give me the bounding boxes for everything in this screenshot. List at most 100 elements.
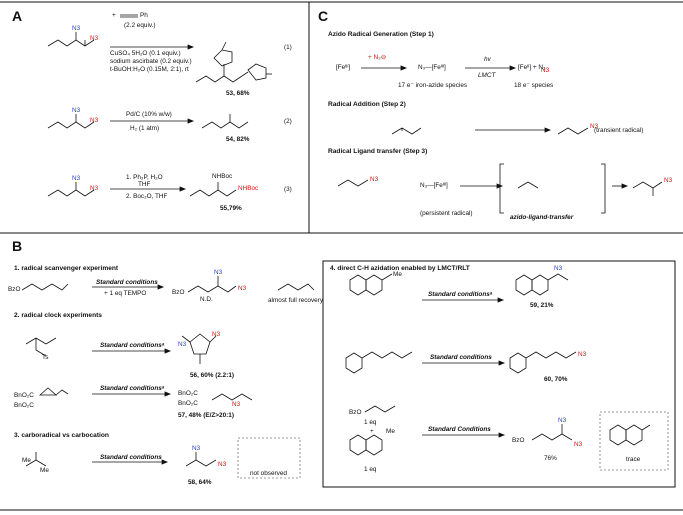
- b-s2-bno2: BnO₂C: [14, 402, 34, 409]
- b-s3-me2: Me: [40, 467, 49, 474]
- a3-nhboc-2: NHBoc: [238, 185, 259, 192]
- a1-product: 53, 68%: [226, 90, 250, 97]
- b-s1-cond: Standard conditions: [96, 279, 158, 286]
- c-note-18e: 18 e⁻ species: [514, 82, 554, 89]
- svg-text:N3: N3: [72, 175, 81, 182]
- b-s4-prod60: 60, 70%: [544, 376, 568, 383]
- c-step2-title: Radical Addition (Step 2): [328, 101, 406, 108]
- c-step3-title: Radical Ligand transfer (Step 3): [328, 148, 428, 155]
- svg-text:N3: N3: [72, 107, 81, 114]
- a3-eq-number: (3): [284, 186, 292, 193]
- b-s3-notobs: not observed: [250, 470, 287, 477]
- c-n3-fe-label: N₃—[Feᴵᴵᴵ]: [420, 182, 448, 189]
- a1-cond-3: t-BuOH:H₂O (0.15M, 2:1), rt: [110, 66, 189, 73]
- b-s2-title: 2. radical clock experiments: [14, 312, 102, 319]
- a3-cond-1: 1. Ph₃P, H₂O: [126, 174, 163, 181]
- svg-text:N3: N3: [558, 417, 567, 424]
- b-s1-nd: N.D.: [200, 296, 213, 303]
- svg-text:N3: N3: [212, 331, 221, 338]
- b-s1-title: 1. radical scanvenger experiment: [14, 265, 119, 272]
- panel-label-c: C: [318, 8, 329, 24]
- c-lmct: LMCT: [478, 72, 496, 79]
- svg-text:N3: N3: [192, 445, 201, 452]
- a2-cond-2: H₂ (1 atm): [130, 125, 160, 132]
- b-s4-me3: Me: [386, 428, 395, 435]
- a1-cond-1: CuSO₄ 5H₂O (0.1 equiv.): [110, 50, 181, 57]
- svg-text:N3: N3: [578, 351, 587, 358]
- svg-text:N3: N3: [214, 269, 223, 276]
- panel-b-structures: [21, 273, 669, 479]
- svg-text:N3: N3: [90, 35, 99, 42]
- b-s4-eq2: 1 eq: [364, 466, 377, 473]
- b-s4-eq1: 1 eq: [364, 419, 377, 426]
- svg-text:N3: N3: [178, 341, 187, 348]
- c-transient: (transient radical): [594, 127, 644, 134]
- panel-label-b: B: [12, 238, 23, 254]
- b-s4-cond2: Standard conditions: [430, 354, 492, 361]
- c-ts-label: azido-ligand-transfer: [510, 214, 574, 221]
- svg-text:N3: N3: [370, 176, 379, 183]
- b-s2-ts: Ts: [42, 354, 49, 361]
- b-s2-bno1: BnO₂C: [14, 392, 34, 399]
- panel-a-structures: [47, 32, 272, 197]
- a2-eq-number: (2): [284, 118, 292, 125]
- b-s2-bno1-prod: BnO₂C: [178, 390, 198, 397]
- b-s1-sm: BzO: [8, 286, 21, 293]
- a1-plus: +: [112, 12, 116, 19]
- b-s3-me1: Me: [22, 457, 31, 464]
- svg-text:N3: N3: [90, 185, 99, 192]
- b-s3-title: 3. carboradical vs carbocation: [14, 432, 109, 439]
- a3-cond-2: 2. Boc₂O, THF: [126, 193, 168, 200]
- panel-a-arrows: [110, 14, 195, 192]
- a1-cond-2: sodium ascirbate (0.2 equiv.): [110, 58, 192, 65]
- svg-text:N3: N3: [541, 67, 550, 74]
- c-persistent: (persistent radical): [420, 210, 473, 217]
- b-s4-title: 4. direct C-H azidation enabled by LMCT/…: [330, 265, 470, 272]
- b-s3-cond: Standard conditions: [100, 454, 162, 461]
- b-s4-cond3: Standard Conditions: [428, 426, 491, 433]
- svg-text:N3: N3: [232, 401, 241, 408]
- c-note-17e: 17 e⁻ iron-azide species: [398, 82, 468, 89]
- b-s4-plus: +: [370, 428, 374, 435]
- c-step1-title: Azido Radical Generation (Step 1): [328, 31, 434, 38]
- b-s2-prod57: 57, 48% (E/Z>20:1): [178, 412, 234, 419]
- c-plus-n3: + N₃⊖: [368, 54, 387, 61]
- c-fe3: [Feᴵᴵᴵ]: [336, 64, 351, 71]
- a2-cond-1: Pd/C (10% w/w): [126, 111, 172, 118]
- b-s1-recovery: almost full recovery: [268, 297, 324, 304]
- b-s4-yield: 76%: [544, 455, 557, 462]
- svg-text:N3: N3: [238, 285, 247, 292]
- svg-text:N3: N3: [554, 265, 563, 272]
- svg-text:N3: N3: [664, 177, 673, 184]
- a2-product: 54, 82%: [226, 136, 250, 143]
- b-s1-cond2: + 1 eq TEMPO: [104, 290, 147, 297]
- a1-alkyne-ph: Ph: [140, 12, 148, 19]
- c-fe2: [Feᴵᴵ] + N₃: [518, 64, 546, 71]
- b-s2-prod56: 56, 60% (2.2:1): [190, 372, 235, 379]
- b-s4-me1: Me: [393, 271, 402, 278]
- b-s4-bzo2: BzO: [512, 437, 525, 444]
- svg-text:N3: N3: [590, 123, 599, 130]
- b-s2-cond-a: Standard conditionsᵃ: [100, 342, 165, 349]
- svg-text:N3: N3: [218, 461, 227, 468]
- a3-cond-1b: THF: [138, 181, 151, 188]
- panel-c-structures: [337, 65, 663, 214]
- svg-text:N3: N3: [90, 117, 99, 124]
- svg-text:N3: N3: [574, 441, 583, 448]
- a1-equiv: (2.2 equiv.): [124, 22, 156, 29]
- b-s2-cond-b: Standard conditionsᵃ: [100, 385, 165, 392]
- svg-text:N3: N3: [72, 25, 81, 32]
- b-s4-trace: trace: [626, 456, 641, 463]
- a3-nhboc-1: NHBoc: [212, 173, 233, 180]
- a3-product: 55,79%: [220, 205, 242, 212]
- c-n3-fe3: N₃—[Feᴵᴵᴵ]: [418, 64, 446, 71]
- c-hv: hv: [484, 56, 491, 63]
- a1-eq-number: (1): [284, 44, 292, 51]
- b-s4-bzo: BzO: [349, 409, 362, 416]
- b-s1-prod: BzO: [172, 289, 185, 296]
- panel-label-a: A: [12, 8, 23, 24]
- b-s2-bno2-prod: BnO₂C: [178, 400, 198, 407]
